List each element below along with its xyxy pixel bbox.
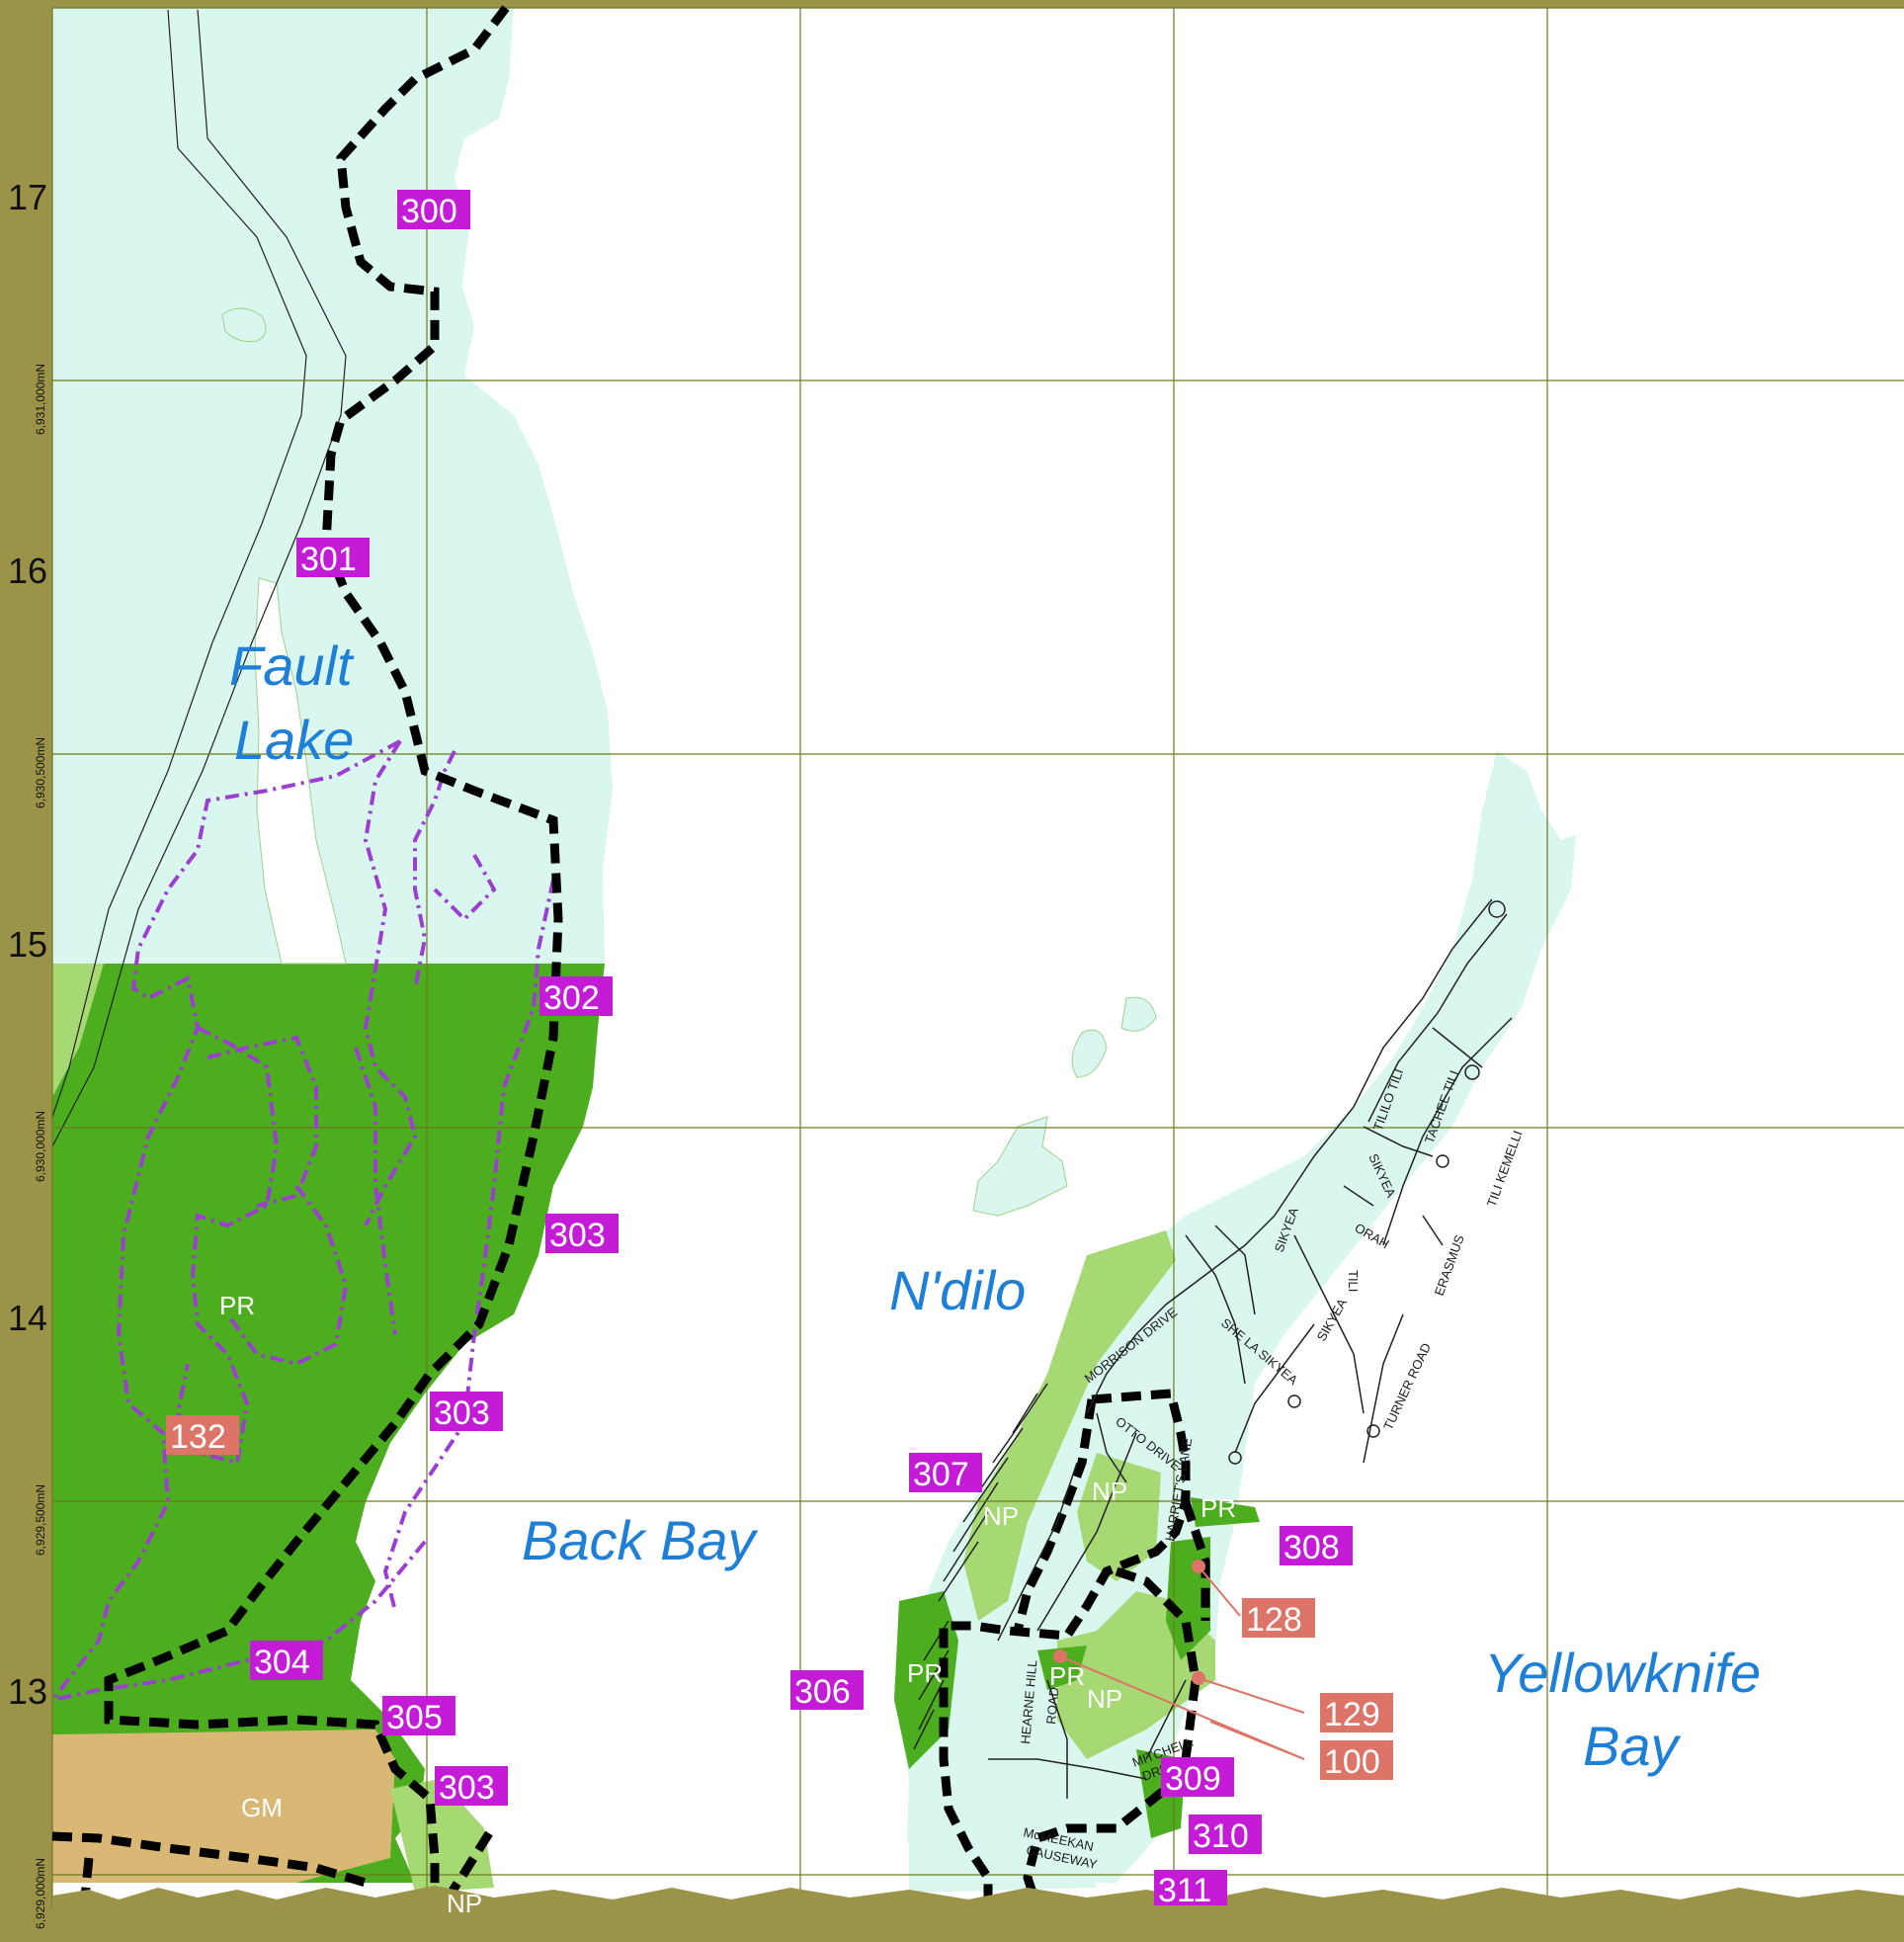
boundary-tag-303-c[interactable]: 303 xyxy=(435,1766,508,1807)
svg-text:307: 307 xyxy=(913,1456,969,1493)
grid-tick-16: 16 xyxy=(8,550,47,591)
boundary-tag-304[interactable]: 304 xyxy=(250,1641,323,1681)
grid-tick-13: 13 xyxy=(8,1671,47,1712)
site-tag-129[interactable]: 129 xyxy=(1320,1693,1393,1733)
zone-label-np-d: NP xyxy=(447,1889,482,1918)
svg-text:129: 129 xyxy=(1324,1696,1380,1733)
zone-label-pr-west: PR xyxy=(219,1291,255,1320)
terrain-strip-bottom xyxy=(52,1886,1904,1942)
island-a xyxy=(1071,1029,1108,1078)
site-tag-132[interactable]: 132 xyxy=(166,1415,239,1456)
svg-text:303: 303 xyxy=(439,1769,495,1807)
boundary-tag-306[interactable]: 306 xyxy=(790,1670,864,1711)
boundary-tag-303-a[interactable]: 303 xyxy=(545,1214,619,1254)
boundary-tag-305[interactable]: 305 xyxy=(382,1696,455,1736)
park-dark-pr-a xyxy=(1191,1497,1260,1527)
zone-label-pr-c: PR xyxy=(907,1658,943,1688)
site-leaders xyxy=(1053,1560,1305,1760)
grid-tick-15: 15 xyxy=(8,924,47,965)
street-road: ROAD xyxy=(1043,1687,1061,1726)
zone-label-np-b: NP xyxy=(1092,1477,1127,1506)
northing-6930000: 6,930,000mN xyxy=(34,1111,47,1182)
svg-text:132: 132 xyxy=(170,1418,226,1456)
park-light-ndilo-centre xyxy=(1077,1453,1161,1581)
svg-text:309: 309 xyxy=(1165,1760,1221,1798)
site-tag-100[interactable]: 100 xyxy=(1320,1740,1393,1781)
svg-text:128: 128 xyxy=(1246,1601,1302,1639)
zone-label-np-c: NP xyxy=(1087,1684,1122,1714)
label-bay: Bay xyxy=(1583,1715,1681,1777)
svg-text:310: 310 xyxy=(1193,1817,1249,1855)
map-grid xyxy=(51,7,1904,1909)
fault-lake-island xyxy=(254,577,347,965)
boundary-tag-310[interactable]: 310 xyxy=(1189,1815,1262,1855)
zone-label-np-a: NP xyxy=(983,1501,1019,1531)
ndilo-peninsula xyxy=(899,751,1576,1883)
svg-text:311: 311 xyxy=(1158,1872,1211,1909)
boundary-tag-308[interactable]: 308 xyxy=(1280,1526,1353,1566)
svg-text:304: 304 xyxy=(254,1644,310,1681)
label-ndilo: N'dilo xyxy=(889,1259,1026,1321)
grid-tick-17: 17 xyxy=(8,177,47,217)
northing-6929500: 6,929,500mN xyxy=(34,1484,47,1556)
svg-text:303: 303 xyxy=(549,1217,606,1254)
label-fault: Fault xyxy=(229,634,355,697)
svg-text:100: 100 xyxy=(1324,1743,1380,1781)
park-zone-pr-west xyxy=(52,964,605,1883)
cul-de-sacs xyxy=(1228,900,1506,1465)
svg-text:300: 300 xyxy=(401,193,457,230)
boundary-tag-300[interactable]: 300 xyxy=(397,190,470,230)
small-island-north xyxy=(221,307,267,342)
highway-lines xyxy=(51,9,347,1147)
northing-6930500: 6,930,500mN xyxy=(34,737,47,808)
label-lake: Lake xyxy=(234,709,354,771)
island-c xyxy=(972,1116,1068,1217)
svg-text:306: 306 xyxy=(794,1673,851,1711)
park-dark-pr-d xyxy=(1037,1646,1087,1690)
street-network xyxy=(988,898,1513,1799)
gm-zone xyxy=(52,1730,395,1883)
boundary-tag-301[interactable]: 301 xyxy=(296,538,370,578)
boundary-tag-303-b[interactable]: 303 xyxy=(430,1392,503,1432)
zone-label-pr-b: PR xyxy=(1049,1661,1085,1691)
site-tag-128[interactable]: 128 xyxy=(1242,1598,1315,1639)
boundary-tag-311[interactable]: 311 xyxy=(1154,1870,1227,1909)
boundary-tag-302[interactable]: 302 xyxy=(539,976,613,1017)
svg-text:303: 303 xyxy=(434,1394,490,1432)
trail-lines xyxy=(50,739,555,1702)
svg-text:302: 302 xyxy=(543,979,600,1017)
svg-text:305: 305 xyxy=(386,1699,443,1736)
label-yellowknife: Yellowknife xyxy=(1484,1642,1761,1704)
grid-tick-14: 14 xyxy=(8,1298,47,1338)
boundary-tag-309[interactable]: 309 xyxy=(1161,1757,1234,1798)
island-b xyxy=(1120,996,1157,1032)
zone-label-gm: GM xyxy=(241,1793,283,1822)
boundary-tag-307[interactable]: 307 xyxy=(909,1453,982,1493)
svg-text:301: 301 xyxy=(300,541,357,578)
svg-text:308: 308 xyxy=(1283,1529,1340,1566)
boundary-lines xyxy=(51,5,1210,1909)
northing-6929000: 6,929,000mN xyxy=(34,1858,47,1929)
park-light-ndilo-west xyxy=(963,1230,1176,1621)
northing-6931000: 6,931,000mN xyxy=(34,364,47,435)
label-back-bay: Back Bay xyxy=(522,1509,759,1571)
street-tili: TILI xyxy=(1346,1270,1361,1292)
zone-label-pr-a: PR xyxy=(1200,1493,1236,1523)
street-hearne-hill: HEARNE HILL xyxy=(1018,1659,1039,1744)
